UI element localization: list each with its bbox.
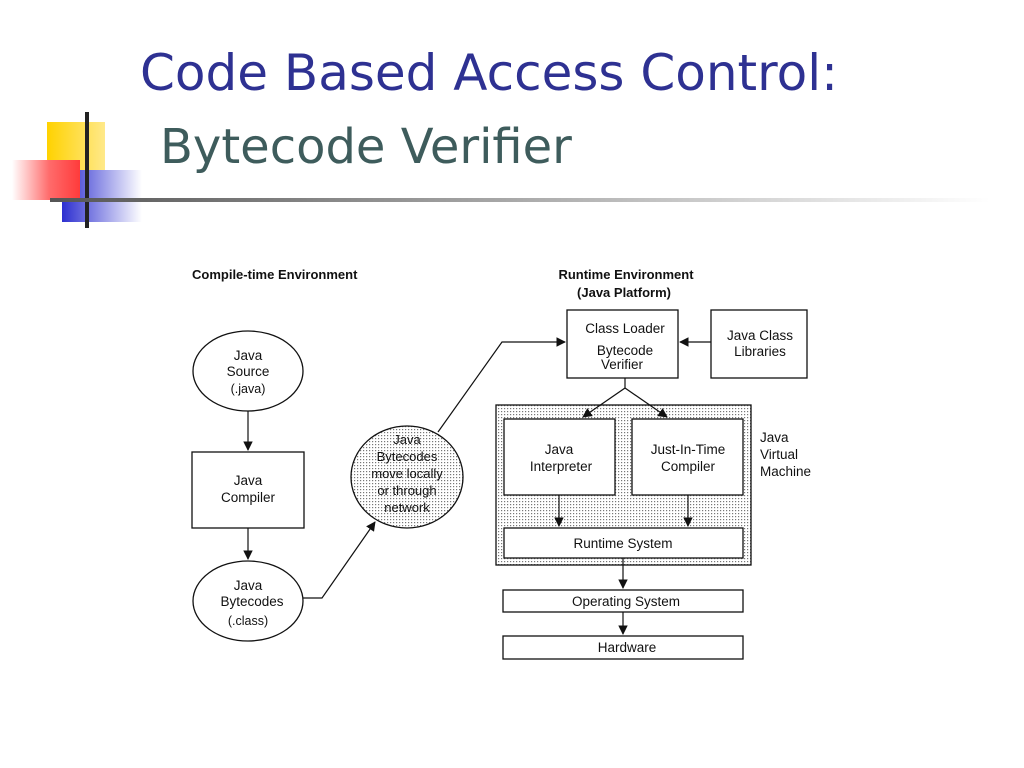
network-bubble-label: Bytecodes	[377, 449, 438, 464]
network-bubble-node	[350, 425, 464, 529]
jit-compiler-label: Compiler	[661, 459, 716, 474]
jit-compiler-node	[631, 418, 744, 496]
network-bubble-label: Java	[393, 432, 421, 447]
class-libraries-node	[710, 309, 808, 379]
java-source-label: (.java)	[231, 382, 266, 396]
java-compiler-label: Compiler	[221, 490, 276, 505]
java-interpreter-label: Interpreter	[530, 459, 593, 474]
class-libraries-label: Java Class	[727, 328, 793, 343]
class-loader-node	[566, 309, 679, 379]
network-bubble-label: or through	[377, 483, 436, 498]
deco-vertical-line	[85, 112, 89, 228]
runtime-system-node	[503, 527, 744, 559]
compile-time-header: Compile-time Environment	[192, 267, 358, 282]
jvm-label: Java	[760, 430, 789, 445]
java-compiler-label: Java	[234, 473, 263, 488]
slide-subtitle: Bytecode Verifier	[160, 119, 572, 175]
arrow-classloader-to-jit	[624, 387, 668, 418]
class-loader-label: Verifier	[601, 357, 644, 372]
hardware-node	[502, 635, 744, 660]
java-interpreter-label: Java	[545, 442, 574, 457]
java-interpreter-node	[503, 418, 616, 496]
java-bytecodes-label: Bytecodes	[220, 594, 283, 609]
java-source-label: Source	[227, 364, 270, 379]
deco-horizontal-rule	[50, 198, 990, 202]
java-bytecodes-label: Java	[234, 578, 263, 593]
jvm-label: Virtual	[760, 447, 798, 462]
jit-compiler-label: Just-In-Time	[651, 442, 726, 457]
class-loader-label: Class Loader	[585, 321, 665, 336]
operating-system-label: Operating System	[572, 594, 680, 609]
slide-title: Code Based Access Control:	[140, 44, 838, 102]
deco-red-square	[12, 160, 80, 200]
runtime-header-line1: Runtime Environment	[558, 267, 694, 282]
hardware-label: Hardware	[598, 640, 657, 655]
diagram-arrows	[243, 337, 711, 635]
network-bubble-label: network	[384, 500, 430, 515]
class-libraries-label: Libraries	[734, 344, 786, 359]
java-bytecodes-node	[192, 560, 304, 642]
network-bubble-label: move locally	[371, 466, 443, 481]
runtime-system-label: Runtime System	[573, 536, 672, 551]
arrow-network-to-classloader	[437, 337, 566, 433]
java-source-label: Java	[234, 348, 263, 363]
corner-decoration	[12, 112, 990, 228]
java-bytecodes-label: (.class)	[228, 614, 268, 628]
runtime-header-line2: (Java Platform)	[577, 285, 671, 300]
class-loader-label: Bytecode	[597, 343, 653, 358]
arrow-bytecodes-to-network	[303, 521, 376, 599]
jvm-label: Machine	[760, 464, 811, 479]
